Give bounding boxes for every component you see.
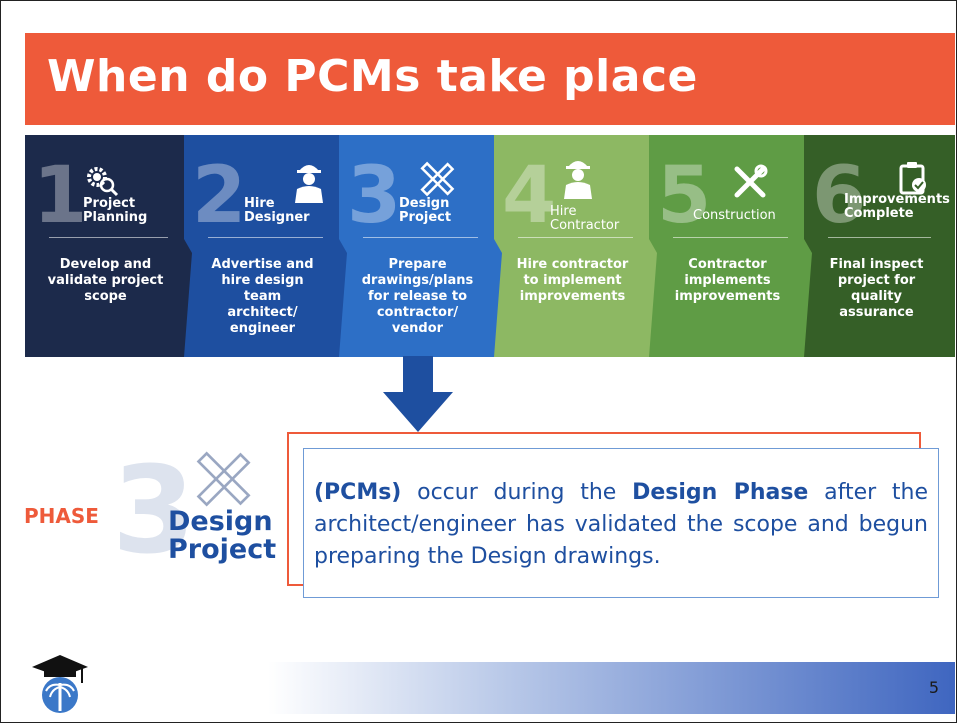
divider (828, 237, 931, 238)
phase-number: 3 (112, 442, 196, 581)
step-2-number: 2 (192, 151, 247, 241)
step-6-description: Final inspect project for quality assura… (829, 257, 924, 320)
divider (673, 237, 788, 238)
chevron-separator (339, 135, 347, 357)
chevron-separator (649, 135, 657, 357)
step-1: 1 Project Planning Develop and validate … (25, 135, 192, 357)
school-logo-icon (32, 655, 88, 713)
step-5: 5 Construction Contractor implements imp… (649, 135, 812, 357)
step-3-description: Prepare drawings/plans for release to co… (361, 257, 474, 336)
phase-name: Design Project (168, 506, 277, 565)
clipboard-check-icon (899, 162, 926, 195)
down-arrow-icon (383, 356, 453, 432)
step-5-label: Construction (693, 208, 776, 223)
tools-icon (734, 164, 768, 198)
step-6: 6 Improvements Complete Final inspect pr… (804, 135, 955, 357)
chevron-separator (184, 135, 192, 357)
step-4-number: 4 (502, 151, 557, 241)
step-3: 3 Design Project Prepare drawings/plans … (339, 135, 502, 357)
step-2: 2 Hire Designer Advertise and hire desig… (184, 135, 347, 357)
step-3-label: Design Project (399, 196, 452, 225)
step-2-description: Advertise and hire design team architect… (211, 257, 314, 336)
page-number: 5 (928, 678, 939, 697)
callout-text: (PCMs) occur during the Design Phase aft… (314, 480, 928, 569)
step-4-description: Hire contractor to implement improvement… (516, 257, 629, 304)
step-5-number: 5 (657, 151, 712, 241)
slide-title: When do PCMs take place (47, 51, 698, 102)
step-6-number: 6 (812, 151, 867, 241)
divider (518, 237, 633, 238)
footer-bar: 5 (268, 662, 955, 714)
callout-box: (PCMs) occur during the Design Phase aft… (303, 448, 939, 598)
engineer-icon (295, 165, 323, 203)
step-2-label: Hire Designer (244, 196, 310, 225)
phase-label: PHASE (24, 504, 99, 528)
title-bar: When do PCMs take place (25, 33, 955, 125)
step-1-description: Develop and validate project scope (47, 257, 164, 304)
step-4-label: Hire Contractor (550, 204, 620, 233)
step-6-label: Improvements Complete (844, 192, 950, 221)
process-steps: 1 Project Planning Develop and validate … (25, 135, 955, 357)
pencil-ruler-icon (196, 451, 251, 507)
gear-search-icon (87, 167, 119, 197)
pencil-ruler-icon (420, 161, 455, 197)
step-1-label: Project Planning (83, 196, 148, 225)
divider (363, 237, 478, 238)
chevron-separator (804, 135, 812, 357)
divider (208, 237, 323, 238)
step-3-number: 3 (347, 151, 402, 241)
step-4: 4 Hire Contractor Hire contractor to imp… (494, 135, 657, 357)
step-1-number: 1 (33, 151, 88, 241)
worker-icon (564, 161, 592, 199)
step-5-description: Contractor implements improvements (674, 257, 781, 304)
divider (49, 237, 168, 238)
chevron-separator (494, 135, 502, 357)
